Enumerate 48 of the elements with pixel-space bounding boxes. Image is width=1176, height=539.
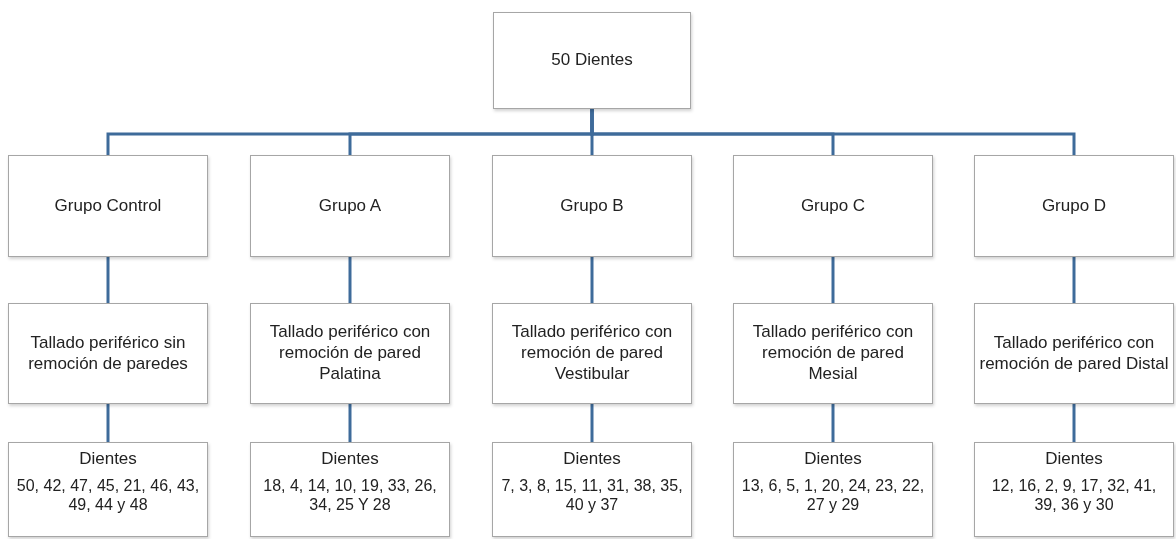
process-box: [493, 12, 691, 109]
connector-line: [1072, 404, 1076, 442]
process-box: [974, 303, 1174, 404]
connector-line: [590, 404, 594, 442]
connector-line: [1072, 257, 1076, 303]
box-text: Tallado periférico con remoción de pared Mesial: [751, 322, 915, 385]
process-box: [8, 155, 208, 257]
box-text: Tallado periférico con remoción de pared Vestibular: [510, 322, 674, 385]
box-text: 13, 6, 5, 1, 20, 24, 23, 22, 27 y 29: [740, 475, 926, 515]
process-box: [250, 442, 450, 537]
connector-line: [348, 404, 352, 442]
box-text: Grupo B: [560, 195, 624, 217]
process-box: [8, 303, 208, 404]
process-box: [733, 303, 933, 404]
process-box: [974, 442, 1174, 537]
box-text: 12, 16, 2, 9, 17, 32, 41, 39, 36 y 30: [990, 475, 1158, 515]
process-box: [492, 155, 692, 257]
box-text: 18, 4, 14, 10, 19, 33, 26, 34, 25 Y 28: [262, 475, 438, 515]
process-box: [492, 442, 692, 537]
box-text: Grupo A: [318, 195, 382, 217]
box-text: Grupo D: [1041, 195, 1107, 217]
box-heading: Dientes: [1045, 449, 1103, 470]
box-text: 50 Dientes: [551, 50, 633, 71]
connector-line: [831, 257, 835, 303]
process-box: [8, 442, 208, 537]
box-text: 7, 3, 8, 15, 11, 31, 38, 35, 40 y 37: [500, 475, 684, 515]
box-text: Grupo Control: [54, 195, 162, 217]
connector-line: [348, 257, 352, 303]
box-heading: Dientes: [563, 449, 621, 470]
box-text: Tallado periférico sin remoción de paredes: [27, 332, 189, 375]
connector-line: [831, 404, 835, 442]
connector-line: [590, 109, 1076, 155]
process-box: [733, 442, 933, 537]
connector-line: [106, 257, 110, 303]
box-text: Tallado periférico con remoción de pared Distal: [979, 332, 1169, 375]
box-heading: Dientes: [804, 449, 862, 470]
connector-line: [106, 404, 110, 442]
process-box: [733, 155, 933, 257]
box-heading: Dientes: [321, 449, 379, 470]
process-box: [250, 303, 450, 404]
box-text: Tallado periférico con remoción de pared Palatina: [268, 322, 432, 385]
box-text: 50, 42, 47, 45, 21, 46, 43, 49, 44 y 48: [15, 475, 201, 515]
box-heading: Dientes: [79, 449, 137, 470]
process-box: [974, 155, 1174, 257]
box-text: Grupo C: [800, 195, 866, 217]
process-box: [250, 155, 450, 257]
process-box: [492, 303, 692, 404]
connector-line: [590, 257, 594, 303]
